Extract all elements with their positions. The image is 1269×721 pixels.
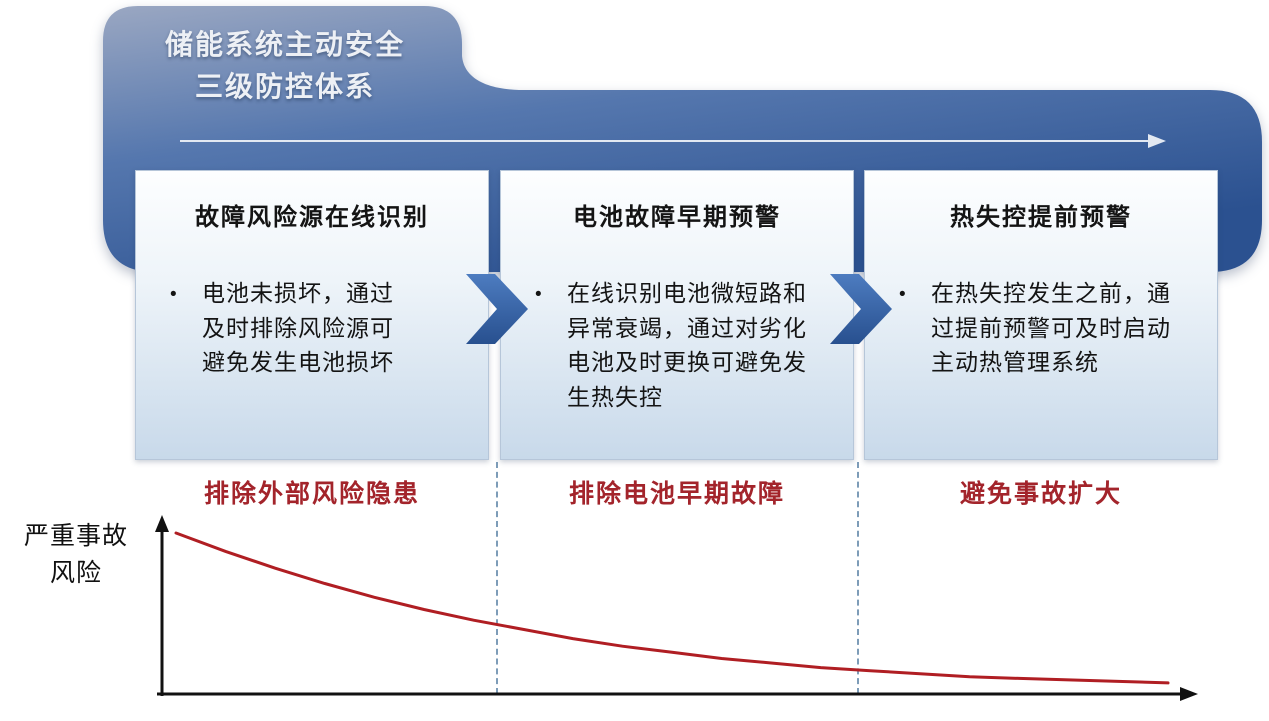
stage-1-title: 故障风险源在线识别 (195, 204, 429, 231)
y-axis-arrow-icon (155, 515, 169, 532)
stage-2-outcome-label: 排除电池早期故障 (568, 480, 785, 508)
x-axis-arrow-icon (1180, 687, 1198, 701)
stage-divider-dashed-line (857, 462, 859, 694)
stage-1-body: • 电池未损坏，通过及时排除风险源可避免发生电池损坏 (136, 276, 488, 380)
stage-3-body: • 在热失控发生之前，通过提前预警可及时启动主动热管理系统 (865, 276, 1217, 380)
stage-1-text: 电池未损坏，通过及时排除风险源可避免发生电池损坏 (202, 280, 394, 375)
stage-box-2: 电池故障早期预警 • 在线识别电池微短路和异常衰竭，通过对劣化电池及时更换可避免… (500, 170, 854, 460)
bullet-marker: • (170, 284, 178, 305)
bullet-marker: • (899, 284, 907, 305)
stage-2-title: 电池故障早期预警 (573, 204, 781, 231)
banner-title: 储能系统主动安全 三级防控体系 (110, 24, 460, 108)
chevron-right-icon (466, 274, 528, 344)
stage-box-3: 热失控提前预警 • 在热失控发生之前，通过提前预警可及时启动主动热管理系统 (864, 170, 1218, 460)
stage-3-text: 在热失控发生之前，通过提前预警可及时启动主动热管理系统 (931, 280, 1171, 375)
stage-1-outcome-label: 排除外部风险隐患 (203, 480, 420, 508)
stage-2-text: 在线识别电池微短路和异常衰竭，通过对劣化电池及时更换可避免发生热失控 (567, 280, 807, 410)
bullet-marker: • (535, 284, 543, 305)
banner-title-line2: 三级防控体系 (194, 71, 375, 102)
stage-divider-dashed-line (496, 462, 498, 694)
stage-box-1: 故障风险源在线识别 • 电池未损坏，通过及时排除风险源可避免发生电池损坏 (135, 170, 489, 460)
risk-axis-label-line2: 风险 (49, 559, 102, 587)
risk-curve (174, 531, 1170, 685)
stage-3-outcome-label: 避免事故扩大 (959, 480, 1122, 508)
banner-title-line1: 储能系统主动安全 (164, 29, 405, 60)
stage-2-body: • 在线识别电池微短路和异常衰竭，通过对劣化电池及时更换可避免发生热失控 (501, 276, 853, 414)
chevron-right-icon (830, 274, 892, 344)
banner-arrow-head-icon (1148, 134, 1166, 148)
risk-axis-label-line1: 严重事故 (23, 522, 128, 550)
risk-axis-label: 严重事故 风险 (4, 518, 148, 592)
stage-3-title: 热失控提前预警 (950, 204, 1132, 231)
